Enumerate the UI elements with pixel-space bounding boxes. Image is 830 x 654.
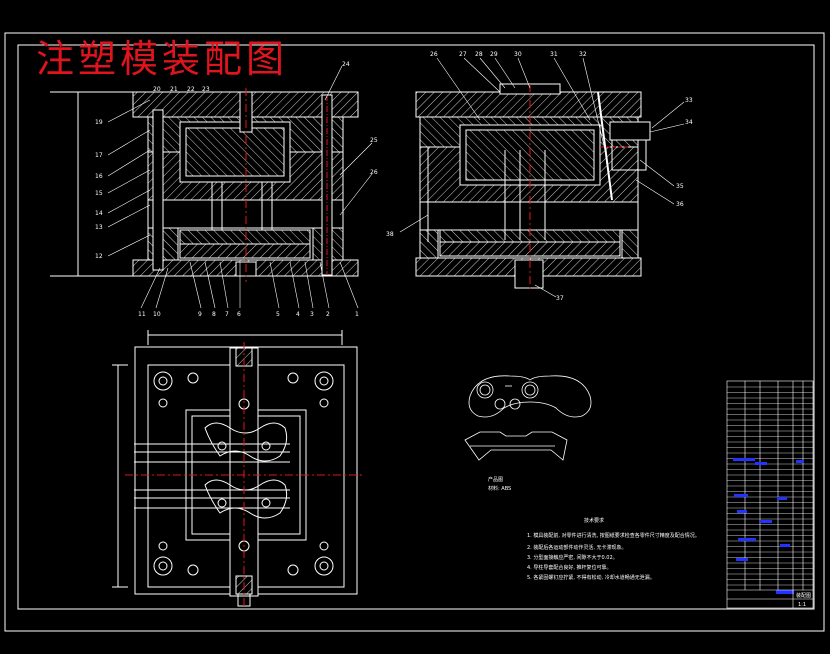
- callout-19: 19: [95, 119, 103, 126]
- svg-text:11: 11: [138, 311, 146, 318]
- callout-13: 13: [95, 224, 103, 231]
- svg-text:37: 37: [556, 295, 564, 302]
- svg-text:6: 6: [237, 311, 241, 318]
- svg-text:1: 1: [355, 311, 359, 318]
- svg-text:31: 31: [550, 51, 558, 58]
- callout-15: 15: [95, 190, 103, 197]
- left-section-callouts: [107, 65, 373, 257]
- right-section-callouts: [399, 57, 685, 298]
- callout-12: 12: [95, 253, 103, 260]
- svg-text:36: 36: [676, 201, 684, 208]
- note-2: 2. 装配后各运动部件动作灵活, 无卡滞现象。: [527, 544, 627, 551]
- title-block-name: 装配图: [796, 592, 811, 599]
- callout-24: 24: [342, 61, 350, 68]
- left-section-left-labels: 19 17 16 15 14 13 12: [95, 119, 103, 260]
- callout-20: 20: [153, 86, 161, 93]
- svg-text:32: 32: [579, 51, 587, 58]
- technical-notes: 技术要求 1. 模具装配前, 对零件进行清洗, 按图纸要求检查各零件尺寸精度及配…: [527, 517, 700, 581]
- svg-text:26: 26: [430, 51, 438, 58]
- product-caption-material: 材料: ABS: [488, 485, 511, 492]
- callout-26: 26: [370, 169, 378, 176]
- parts-list-highlights: [733, 458, 804, 594]
- callout-22: 22: [187, 86, 195, 93]
- callout-25: 25: [370, 137, 378, 144]
- svg-text:38: 38: [386, 231, 394, 238]
- left-section-top-labels: 20 21 22 23 24 25 26: [153, 61, 378, 176]
- product-drawing: [464, 375, 592, 461]
- drawing-title: 注塑模装配图: [36, 37, 289, 81]
- svg-text:28: 28: [475, 51, 483, 58]
- product-caption-name: 产品图: [488, 476, 503, 483]
- svg-text:33: 33: [685, 97, 693, 104]
- right-section-side-labels: 33 34 35 36 38 37: [386, 97, 693, 302]
- outer-border: [4, 32, 825, 632]
- svg-text:30: 30: [514, 51, 522, 58]
- inner-border: [17, 44, 815, 610]
- note-3: 3. 分型面接触应严密, 间隙不大于0.02。: [527, 554, 618, 561]
- svg-text:2: 2: [326, 311, 330, 318]
- note-4: 4. 导柱导套配合良好, 推杆复位可靠。: [527, 564, 612, 571]
- title-block-scale: 1:1: [798, 602, 806, 608]
- note-1: 1. 模具装配前, 对零件进行清洗, 按图纸要求检查各零件尺寸精度及配合情况。: [527, 532, 700, 539]
- svg-text:9: 9: [198, 311, 202, 318]
- plan-view: [112, 330, 365, 607]
- left-section-bottom-labels: 11 10 9 8 7 6 5 4 3 2 1: [138, 311, 359, 318]
- svg-text:29: 29: [490, 51, 498, 58]
- callout-16: 16: [95, 173, 103, 180]
- svg-text:10: 10: [153, 311, 161, 318]
- callout-21: 21: [170, 86, 178, 93]
- svg-text:34: 34: [685, 119, 693, 126]
- svg-text:8: 8: [212, 311, 216, 318]
- svg-text:27: 27: [459, 51, 467, 58]
- right-section-view: [415, 83, 651, 290]
- callout-23: 23: [202, 86, 210, 93]
- svg-text:7: 7: [225, 311, 229, 318]
- parts-list-table: [726, 380, 814, 609]
- callout-14: 14: [95, 210, 103, 217]
- left-section-view: [50, 88, 359, 282]
- right-section-top-labels: 26 27 28 29 30 31 32: [430, 51, 587, 58]
- parts-list-rows: [727, 386, 813, 586]
- left-bottom-leaders: [140, 261, 359, 309]
- title-block: [727, 589, 813, 608]
- svg-text:3: 3: [310, 311, 314, 318]
- callout-17: 17: [95, 152, 103, 159]
- svg-text:4: 4: [296, 311, 300, 318]
- notes-title: 技术要求: [584, 517, 604, 524]
- svg-text:35: 35: [676, 183, 684, 190]
- note-5: 5. 各紧固螺钉应拧紧, 不得有松动, 冷却水道畅通无泄漏。: [527, 574, 655, 581]
- svg-text:5: 5: [276, 311, 280, 318]
